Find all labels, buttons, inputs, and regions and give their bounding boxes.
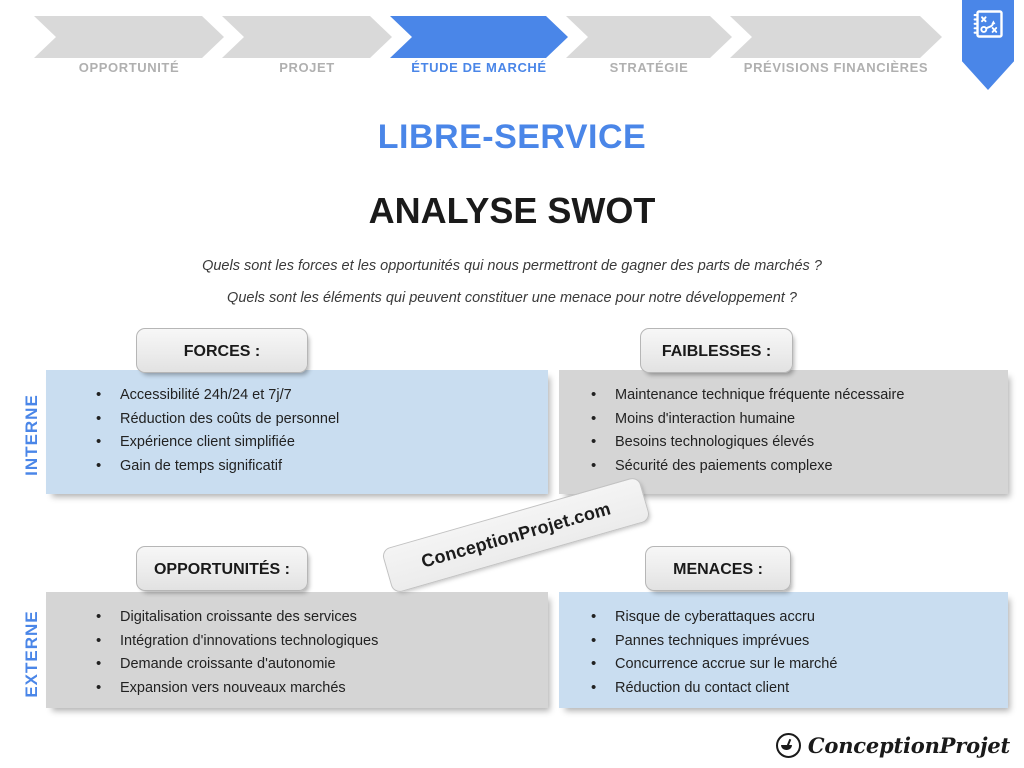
conception-projet-logo-icon xyxy=(775,733,801,758)
quadrant-title-faiblesses[interactable]: FAIBLESSES : xyxy=(640,328,793,373)
process-step-label-previsions-financieres[interactable]: PRÉVISIONS FINANCIÈRES xyxy=(743,60,929,75)
axis-label-externe: EXTERNE xyxy=(22,610,41,698)
quadrant-menaces: Risque de cyberattaques accru Pannes tec… xyxy=(559,592,1008,708)
process-step-label-opportunite[interactable]: OPPORTUNITÉ xyxy=(78,60,180,75)
process-step-label-strategie[interactable]: STRATÉGIE xyxy=(609,60,689,75)
opportunites-bullet-list: Digitalisation croissante des services I… xyxy=(46,592,548,700)
quadrant-title-opportunites[interactable]: OPPORTUNITÉS : xyxy=(136,546,308,591)
list-item: Expérience client simplifiée xyxy=(92,430,548,455)
list-item: Sécurité des paiements complexe xyxy=(587,454,1008,479)
process-step-1-shape[interactable] xyxy=(34,16,224,58)
faiblesses-bullet-list: Maintenance technique fréquente nécessai… xyxy=(559,370,1008,478)
quadrant-title-menaces[interactable]: MENACES : xyxy=(645,546,791,591)
list-item: Gain de temps significatif xyxy=(92,454,548,479)
process-step-4-shape[interactable] xyxy=(566,16,732,58)
list-item: Besoins technologiques élevés xyxy=(587,430,1008,455)
list-item: Pannes techniques imprévues xyxy=(587,629,1008,654)
process-step-2-shape[interactable] xyxy=(222,16,392,58)
list-item: Demande croissante d'autonomie xyxy=(92,652,548,677)
list-item: Réduction des coûts de personnel xyxy=(92,407,548,432)
process-step-3-shape[interactable] xyxy=(390,16,568,58)
process-stepper: OPPORTUNITÉ PROJET ÉTUDE DE MARCHÉ STRAT… xyxy=(0,0,1024,100)
footer-brand-label: ConceptionProjet xyxy=(807,733,1010,758)
menaces-bullet-list: Risque de cyberattaques accru Pannes tec… xyxy=(559,592,1008,700)
process-step-5-shape[interactable] xyxy=(730,16,942,58)
list-item: Expansion vers nouveaux marchés xyxy=(92,676,548,701)
list-item: Risque de cyberattaques accru xyxy=(587,605,1008,630)
page-title: LIBRE-SERVICE xyxy=(377,118,647,156)
axis-label-interne: INTERNE xyxy=(22,394,41,476)
forces-bullet-list: Accessibilité 24h/24 et 7j/7 Réduction d… xyxy=(46,370,548,478)
process-step-label-projet[interactable]: PROJET xyxy=(279,60,335,75)
list-item: Réduction du contact client xyxy=(587,676,1008,701)
list-item: Accessibilité 24h/24 et 7j/7 xyxy=(92,383,548,408)
list-item: Intégration d'innovations technologiques xyxy=(92,629,548,654)
footer-brand[interactable]: ConceptionProjet xyxy=(775,733,1010,758)
list-item: Concurrence accrue sur le marché xyxy=(587,652,1008,677)
process-step-label-etude-de-marche[interactable]: ÉTUDE DE MARCHÉ xyxy=(411,60,547,75)
list-item: Moins d'interaction humaine xyxy=(587,407,1008,432)
strategy-playbook-icon xyxy=(973,10,1003,38)
subtitle-line-1: Quels sont les forces et les opportunité… xyxy=(202,258,822,274)
quadrant-faiblesses: Maintenance technique fréquente nécessai… xyxy=(559,370,1008,494)
swot-heading: ANALYSE SWOT xyxy=(368,190,656,231)
list-item: Digitalisation croissante des services xyxy=(92,605,548,630)
quadrant-title-forces[interactable]: FORCES : xyxy=(136,328,308,373)
quadrant-opportunites: Digitalisation croissante des services I… xyxy=(46,592,548,708)
list-item: Maintenance technique fréquente nécessai… xyxy=(587,383,1008,408)
quadrant-forces: Accessibilité 24h/24 et 7j/7 Réduction d… xyxy=(46,370,548,494)
subtitle-line-2: Quels sont les éléments qui peuvent cons… xyxy=(227,290,797,306)
